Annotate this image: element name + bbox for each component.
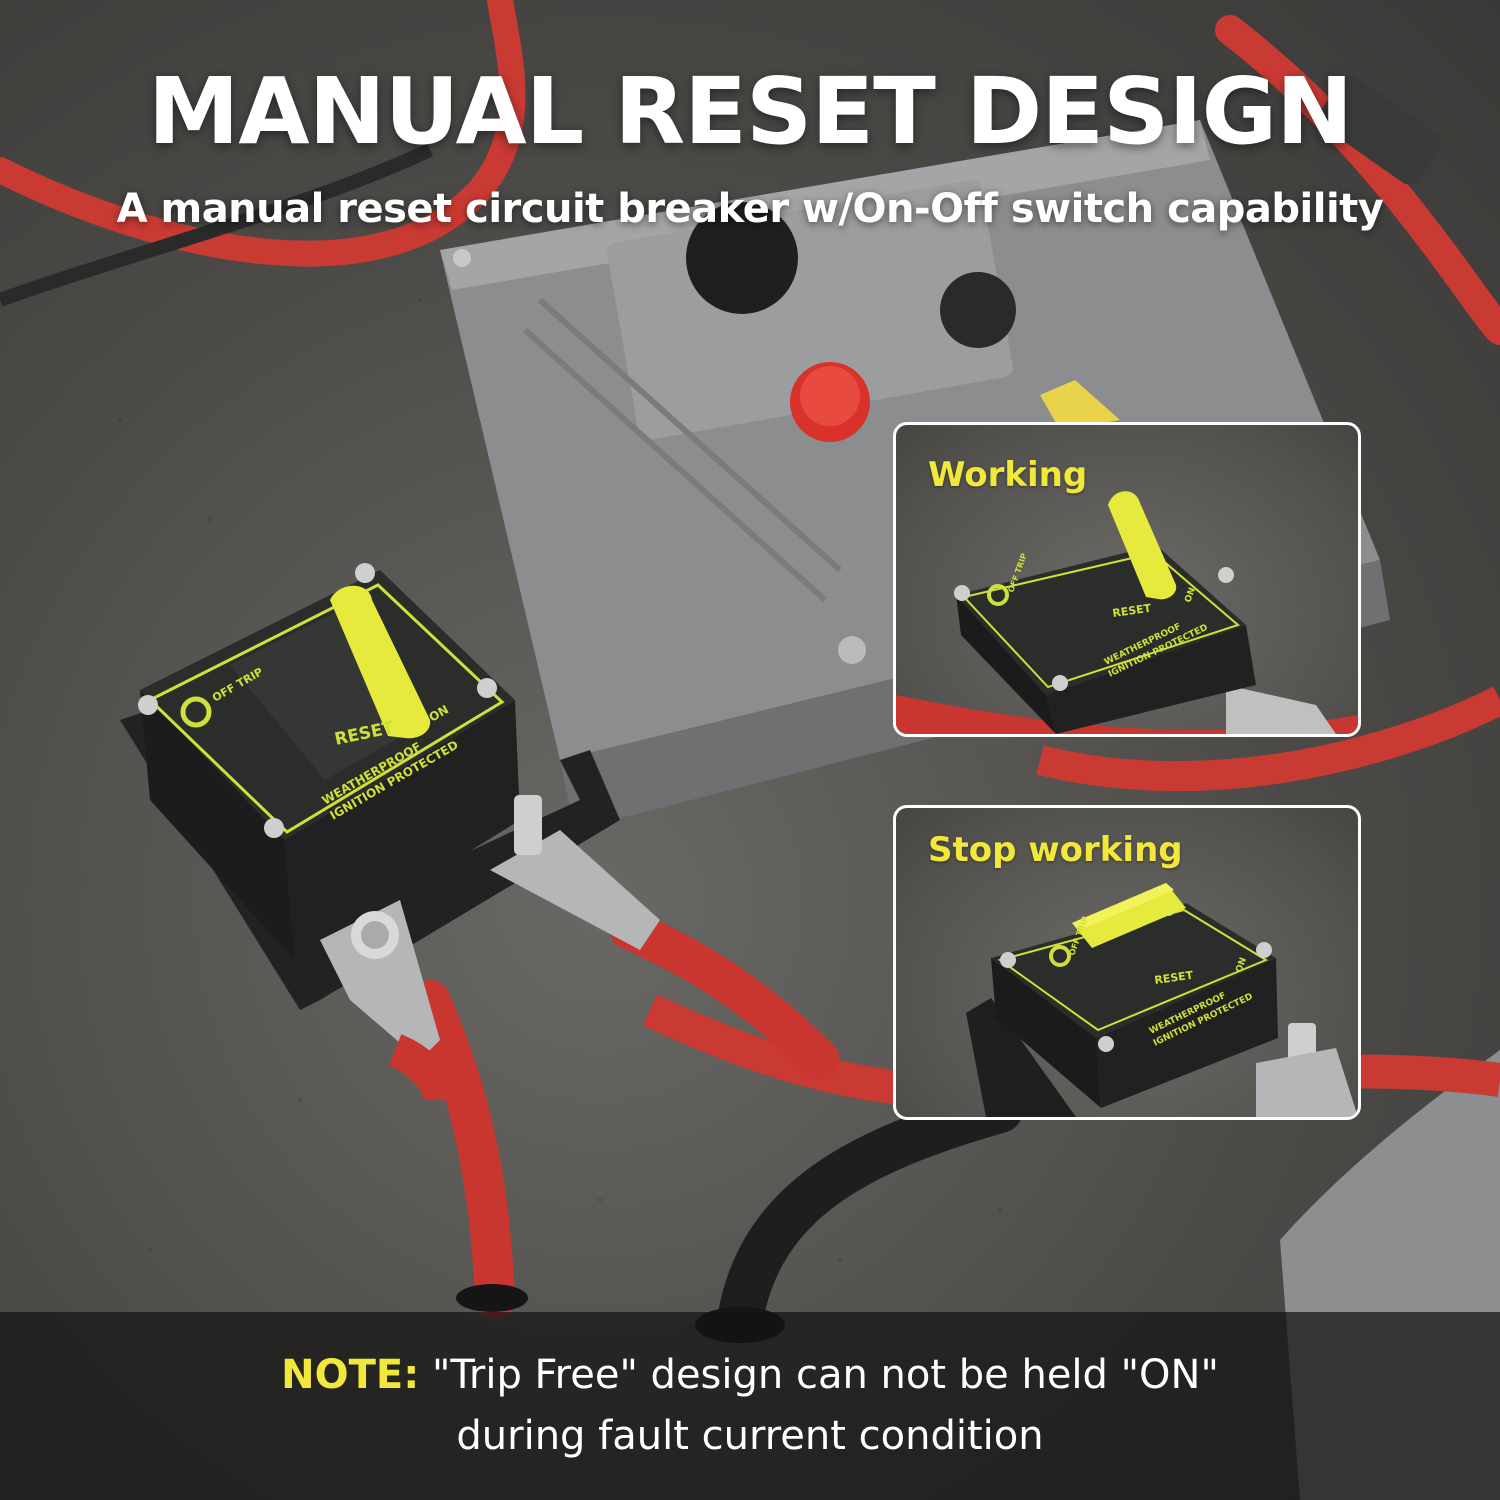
note-line-2: during fault current condition <box>456 1413 1044 1459</box>
inset-working: RESET ON OFF TRIP WEATHERPROOF IGNITION … <box>893 422 1361 737</box>
warning-sticker <box>1040 380 1120 430</box>
box-black-knob <box>686 202 798 314</box>
headline: MANUAL RESET DESIGN <box>147 58 1353 165</box>
note-bar <box>0 1312 1500 1500</box>
box-screw <box>838 636 866 664</box>
red-cable-top-right <box>1215 15 1500 345</box>
black-cable-bottom <box>717 1087 1023 1343</box>
inset-working-label: Working <box>928 455 1088 495</box>
inset-stop-reset-marking: RESET <box>1154 969 1195 987</box>
inset-stop-working: RESET ON OFF TRIP WEATHERPROOF IGNITION … <box>893 805 1361 1120</box>
box-screw <box>453 249 471 267</box>
note-line-1: NOTE: "Trip Free" design can not be held… <box>0 1352 1500 1398</box>
off-trip-marking: OFF TRIP <box>210 665 265 704</box>
cable-fuse-holder <box>1318 75 1442 185</box>
red-cable-bottom <box>410 980 515 1320</box>
red-cable-top-left <box>0 0 526 267</box>
on-marking: ON <box>427 702 452 724</box>
inset-stop-label: Stop working <box>928 830 1183 870</box>
breaker-terminals <box>320 795 660 1102</box>
inset-stop-photo: RESET ON OFF TRIP WEATHERPROOF IGNITION … <box>966 883 1358 1117</box>
carpet-texture <box>78 298 1002 1262</box>
subheadline: A manual reset circuit breaker w/On-Off … <box>116 186 1384 232</box>
red-cable-right <box>1036 686 1500 792</box>
floor-hole <box>456 1284 528 1312</box>
reset-marking: RESET <box>333 718 396 750</box>
inset-working-photo: RESET ON OFF TRIP WEATHERPROOF IGNITION … <box>896 491 1358 734</box>
inset-working-on-marking: ON <box>1183 586 1198 604</box>
red-cable-right-terminal <box>610 910 840 1080</box>
note-prefix: NOTE: <box>281 1352 420 1398</box>
inset-working-reset-marking: RESET <box>1112 602 1153 620</box>
box-black-button <box>940 272 1016 348</box>
inset-stop-on-marking: ON <box>1234 956 1249 974</box>
black-cable-top-left <box>0 143 433 307</box>
circuit-breaker-main <box>138 563 520 960</box>
note-text-1: "Trip Free" design can not be held "ON" <box>431 1352 1219 1398</box>
breaker-lever <box>330 585 431 739</box>
